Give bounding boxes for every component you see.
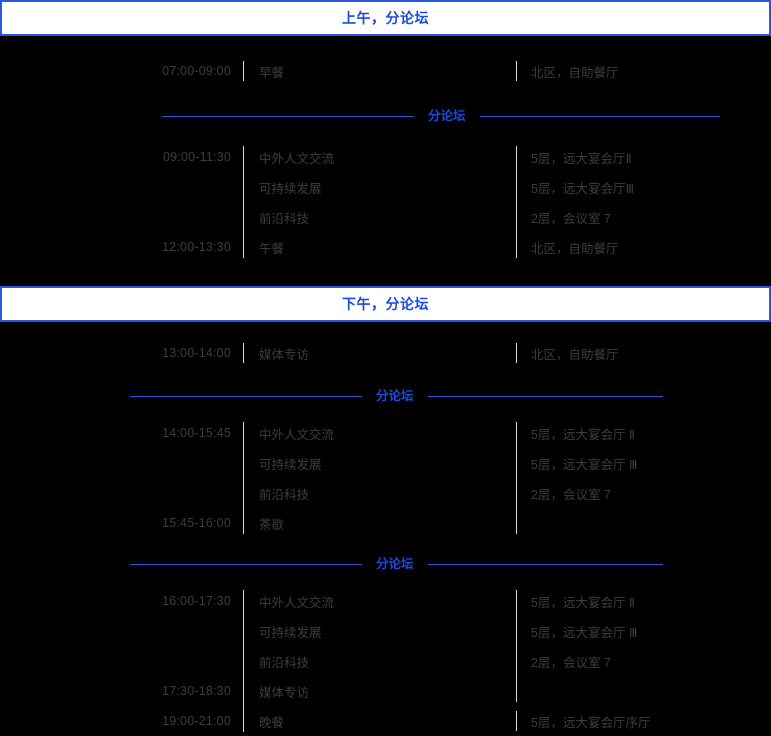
row-place: 5层，远大宴会厅 Ⅱ <box>531 427 636 442</box>
section-morning: 上午，分论坛 07:00-09:00 早餐 北区，自助餐厅 分论坛 <box>0 0 771 262</box>
agenda-row: 15:45-16:00 茶歇 <box>0 508 771 538</box>
row-title: 前沿科技 <box>259 487 310 502</box>
row-time: 17:30-18:30 <box>162 684 231 698</box>
divider-label: 分论坛 <box>376 388 414 403</box>
row-title: 中外人文交流 <box>259 427 335 442</box>
row-place: 5层，远大宴会厅Ⅲ <box>531 181 635 196</box>
divider-rule-left <box>162 115 414 117</box>
agenda-row: 16:00-17:30 中外人文交流 5层，远大宴会厅 Ⅱ <box>0 586 771 616</box>
agenda-row: 前沿科技 2层，会议室 7 <box>0 646 771 676</box>
divider-label: 分论坛 <box>376 556 414 571</box>
row-title: 中外人文交流 <box>259 595 335 610</box>
agenda-row: 17:30-18:30 媒体专访 <box>0 676 771 706</box>
section-header-title: 上午，分论坛 <box>342 10 429 26</box>
divider-rule-right <box>479 115 720 117</box>
agenda-row: 07:00-09:00 早餐 北区，自助餐厅 <box>0 56 771 86</box>
agenda-row: 09:00-11:30 中外人文交流 5层，远大宴会厅Ⅱ <box>0 142 771 172</box>
row-title: 可持续发展 <box>259 181 322 196</box>
row-title: 前沿科技 <box>259 655 310 670</box>
row-place: 5层，远大宴会厅序厅 <box>531 715 651 730</box>
row-time: 16:00-17:30 <box>162 594 231 608</box>
section-header-afternoon: 下午，分论坛 <box>0 286 771 322</box>
spacer <box>0 322 771 338</box>
subforum-divider: 分论坛 <box>0 550 771 578</box>
row-place: 2层，会议室 7 <box>531 211 611 226</box>
spacer <box>0 36 771 56</box>
divider-rule-right <box>427 395 663 397</box>
row-place: 5层，远大宴会厅 Ⅱ <box>531 595 636 610</box>
row-place: 2层，会议室 7 <box>531 655 611 670</box>
row-place: 北区，自助餐厅 <box>531 65 619 80</box>
agenda-row: 12:00-13:30 午餐 北区，自助餐厅 <box>0 232 771 262</box>
row-place: 5层，远大宴会厅 Ⅲ <box>531 457 638 472</box>
row-place: 5层，远大宴会厅 Ⅲ <box>531 625 638 640</box>
row-time: 19:00-21:00 <box>162 714 231 728</box>
row-separator-right <box>516 343 517 363</box>
spacer <box>0 86 771 102</box>
row-title: 可持续发展 <box>259 625 322 640</box>
row-title: 媒体专访 <box>259 347 310 362</box>
row-place: 北区，自助餐厅 <box>531 347 619 362</box>
subforum-divider: 分论坛 <box>0 382 771 410</box>
session-group: 14:00-15:45 中外人文交流 5层，远大宴会厅 Ⅱ 可持续发展 5层，远… <box>0 418 771 538</box>
row-title: 前沿科技 <box>259 211 310 226</box>
divider-rule-right <box>427 563 663 565</box>
session-group: 09:00-11:30 中外人文交流 5层，远大宴会厅Ⅱ 可持续发展 5层，远大… <box>0 142 771 262</box>
row-place: 北区，自助餐厅 <box>531 241 619 256</box>
row-separator-right <box>516 61 517 81</box>
row-title: 晚餐 <box>259 715 285 730</box>
spacer <box>0 130 771 142</box>
divider-label: 分论坛 <box>428 108 466 123</box>
row-place: 5层，远大宴会厅Ⅱ <box>531 151 632 166</box>
row-separator-right <box>516 681 517 701</box>
row-time: 07:00-09:00 <box>162 64 231 78</box>
spacer <box>0 410 771 418</box>
section-afternoon: 下午，分论坛 13:00-14:00 媒体专访 北区，自助餐厅 分论坛 <box>0 286 771 736</box>
divider-rule-left <box>130 563 362 565</box>
agenda-row: 14:00-15:45 中外人文交流 5层，远大宴会厅 Ⅱ <box>0 418 771 448</box>
agenda-row: 可持续发展 5层，远大宴会厅 Ⅲ <box>0 616 771 646</box>
row-title: 早餐 <box>259 65 285 80</box>
divider-rule-left <box>130 395 362 397</box>
spacer <box>0 538 771 550</box>
row-title: 茶歇 <box>259 517 285 532</box>
spacer <box>0 578 771 586</box>
row-title: 媒体专访 <box>259 685 310 700</box>
row-time: 15:45-16:00 <box>162 516 231 530</box>
agenda-row: 前沿科技 2层，会议室 7 <box>0 202 771 232</box>
row-time: 14:00-15:45 <box>162 426 231 440</box>
row-time: 13:00-14:00 <box>162 346 231 360</box>
session-group: 16:00-17:30 中外人文交流 5层，远大宴会厅 Ⅱ 可持续发展 5层，远… <box>0 586 771 736</box>
row-separator-right <box>516 513 517 533</box>
agenda-row: 13:00-14:00 媒体专访 北区，自助餐厅 <box>0 338 771 368</box>
agenda-row: 可持续发展 5层，远大宴会厅Ⅲ <box>0 172 771 202</box>
section-header-morning: 上午，分论坛 <box>0 0 771 36</box>
row-time: 12:00-13:30 <box>162 240 231 254</box>
spacer <box>0 262 771 286</box>
row-title: 午餐 <box>259 241 285 256</box>
row-separator-left <box>243 343 244 363</box>
subforum-divider: 分论坛 <box>0 102 771 130</box>
section-header-title: 下午，分论坛 <box>342 296 429 312</box>
row-title: 中外人文交流 <box>259 151 335 166</box>
agenda-row: 前沿科技 2层，会议室 7 <box>0 478 771 508</box>
row-place: 2层，会议室 7 <box>531 487 611 502</box>
row-title: 可持续发展 <box>259 457 322 472</box>
agenda-row: 可持续发展 5层，远大宴会厅 Ⅲ <box>0 448 771 478</box>
agenda-row: 19:00-21:00 晚餐 5层，远大宴会厅序厅 <box>0 706 771 736</box>
spacer <box>0 368 771 382</box>
row-separator-left <box>243 61 244 81</box>
row-time: 09:00-11:30 <box>163 150 231 164</box>
